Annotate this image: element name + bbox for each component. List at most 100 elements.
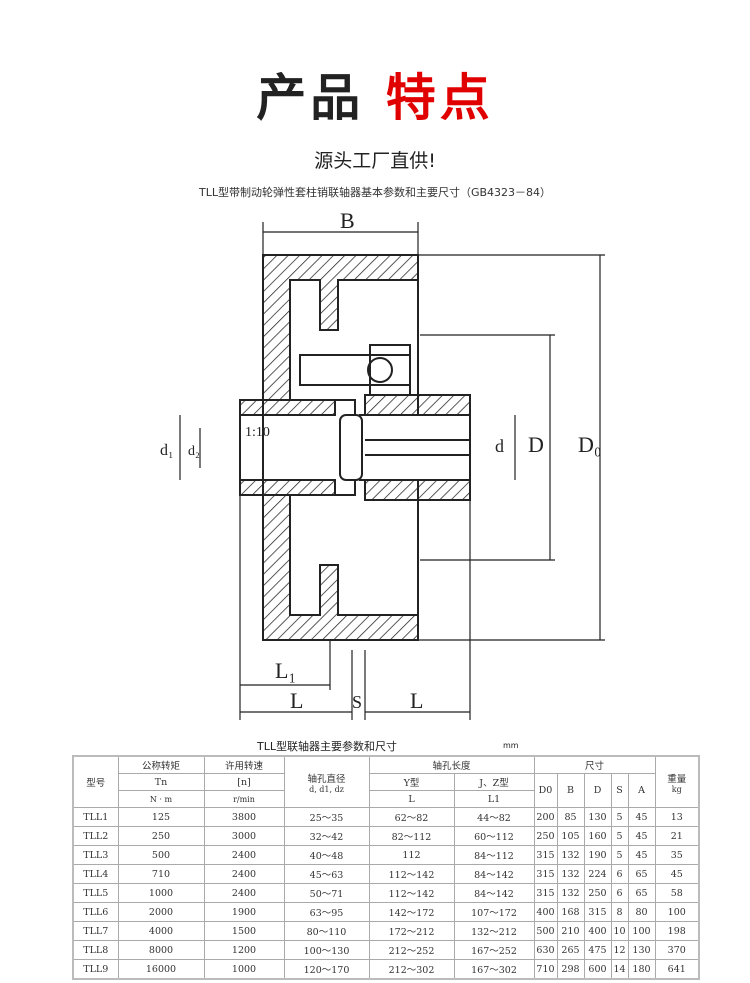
table-cell: 315 <box>533 864 558 884</box>
label-L-left: L <box>290 688 303 713</box>
th-D0: D0 <box>533 773 558 808</box>
title-part1: 产品 <box>256 69 365 127</box>
th-jz-type: J、Z型 <box>453 773 535 791</box>
table-cell: 80～110 <box>283 921 370 941</box>
table-cell: 400 <box>583 921 612 941</box>
table-cell: 1900 <box>203 902 285 922</box>
table-cell: 212～252 <box>368 940 455 960</box>
th-bore-sym: d, d1, dz <box>309 784 344 794</box>
table-cell: 130 <box>627 940 656 960</box>
table-cell: 65 <box>627 864 656 884</box>
table-cell: 160 <box>583 826 612 846</box>
table-cell: 265 <box>556 940 585 960</box>
table-cell: 132～212 <box>453 921 535 941</box>
table-cell: 132 <box>556 883 585 903</box>
table-caption: TLL型联轴器主要参数和尺寸 <box>257 740 397 753</box>
table-cell: TLL8 <box>72 940 119 960</box>
table-cell: 82～112 <box>368 826 455 846</box>
table-cell: 172～212 <box>368 921 455 941</box>
table-cell: 84～142 <box>453 864 535 884</box>
table-cell: 180 <box>627 959 656 980</box>
table-cell: 500 <box>117 845 205 865</box>
label-dz: d₂ <box>188 444 200 459</box>
table-cell: 32～42 <box>283 826 370 846</box>
table-cell: 210 <box>556 921 585 941</box>
table-cell: 6 <box>610 864 629 884</box>
label-B: B <box>340 208 355 233</box>
th-speed-sym: [n] <box>203 773 285 791</box>
table-cell: 132 <box>556 864 585 884</box>
table-cell: 2000 <box>117 902 205 922</box>
th-model: 型号 <box>72 755 119 808</box>
table-cell: 315 <box>583 902 612 922</box>
table-cell: 500 <box>533 921 558 941</box>
table-cell: 370 <box>654 940 700 960</box>
table-cell: 198 <box>654 921 700 941</box>
label-d: d <box>495 436 504 456</box>
table-cell: 112～142 <box>368 883 455 903</box>
th-S: S <box>610 773 629 808</box>
table-cell: 4000 <box>117 921 205 941</box>
th-torque-unit: N · m <box>117 790 205 808</box>
table-cell: 2400 <box>203 864 285 884</box>
table-cell: TLL2 <box>72 826 119 846</box>
table-cell: 8 <box>610 902 629 922</box>
table-cell: 105 <box>556 826 585 846</box>
table-cell: 315 <box>533 883 558 903</box>
th-size: 尺寸 <box>533 755 656 774</box>
table-cell: TLL9 <box>72 959 119 980</box>
th-D: D <box>583 773 612 808</box>
table-cell: 6 <box>610 883 629 903</box>
table-cell: 100～130 <box>283 940 370 960</box>
table-cell: 25～35 <box>283 807 370 827</box>
table-cell: 212～302 <box>368 959 455 980</box>
table-cell: 475 <box>583 940 612 960</box>
table-cell: 58 <box>654 883 700 903</box>
th-torque-sym: Tn <box>117 773 205 791</box>
subtitle: 源头工厂直供! <box>314 150 436 172</box>
th-y-type: Y型 <box>368 773 455 791</box>
page-title: 产品 特点 <box>0 58 750 130</box>
table-cell: 132 <box>556 845 585 865</box>
table-cell: 1200 <box>203 940 285 960</box>
label-taper: 1:10 <box>245 425 270 440</box>
table-cell: 3000 <box>203 826 285 846</box>
label-L1: L₁ <box>275 658 296 683</box>
table-cell: 641 <box>654 959 700 980</box>
title-part2: 特点 <box>385 69 494 127</box>
label-D0: D₀ <box>578 432 602 457</box>
table-cell: 250 <box>583 883 612 903</box>
table-cell: 50～71 <box>283 883 370 903</box>
table-cell: 167～252 <box>453 940 535 960</box>
table-cell: 1500 <box>203 921 285 941</box>
table-cell: 2400 <box>203 845 285 865</box>
table-cell: TLL1 <box>72 807 119 827</box>
th-speed: 许用转速 <box>203 755 285 774</box>
label-L-right: L <box>410 688 423 713</box>
table-cell: 85 <box>556 807 585 827</box>
table-cell: 100 <box>654 902 700 922</box>
table-cell: 125 <box>117 807 205 827</box>
table-cell: TLL6 <box>72 902 119 922</box>
table-cell: 1000 <box>117 883 205 903</box>
table-cell: 224 <box>583 864 612 884</box>
th-torque: 公称转矩 <box>117 755 205 774</box>
table-cell: 1000 <box>203 959 285 980</box>
th-bore-length: 轴孔长度 <box>368 755 535 774</box>
table-cell: 400 <box>533 902 558 922</box>
th-L: L <box>368 790 455 808</box>
th-weight-unit: kg <box>671 784 682 794</box>
table-cell: 190 <box>583 845 612 865</box>
table-cell: 167～302 <box>453 959 535 980</box>
table-cell: 710 <box>533 959 558 980</box>
table-cell: 142～172 <box>368 902 455 922</box>
table-cell: 62～82 <box>368 807 455 827</box>
table-cell: 13 <box>654 807 700 827</box>
table-cell: 45～63 <box>283 864 370 884</box>
